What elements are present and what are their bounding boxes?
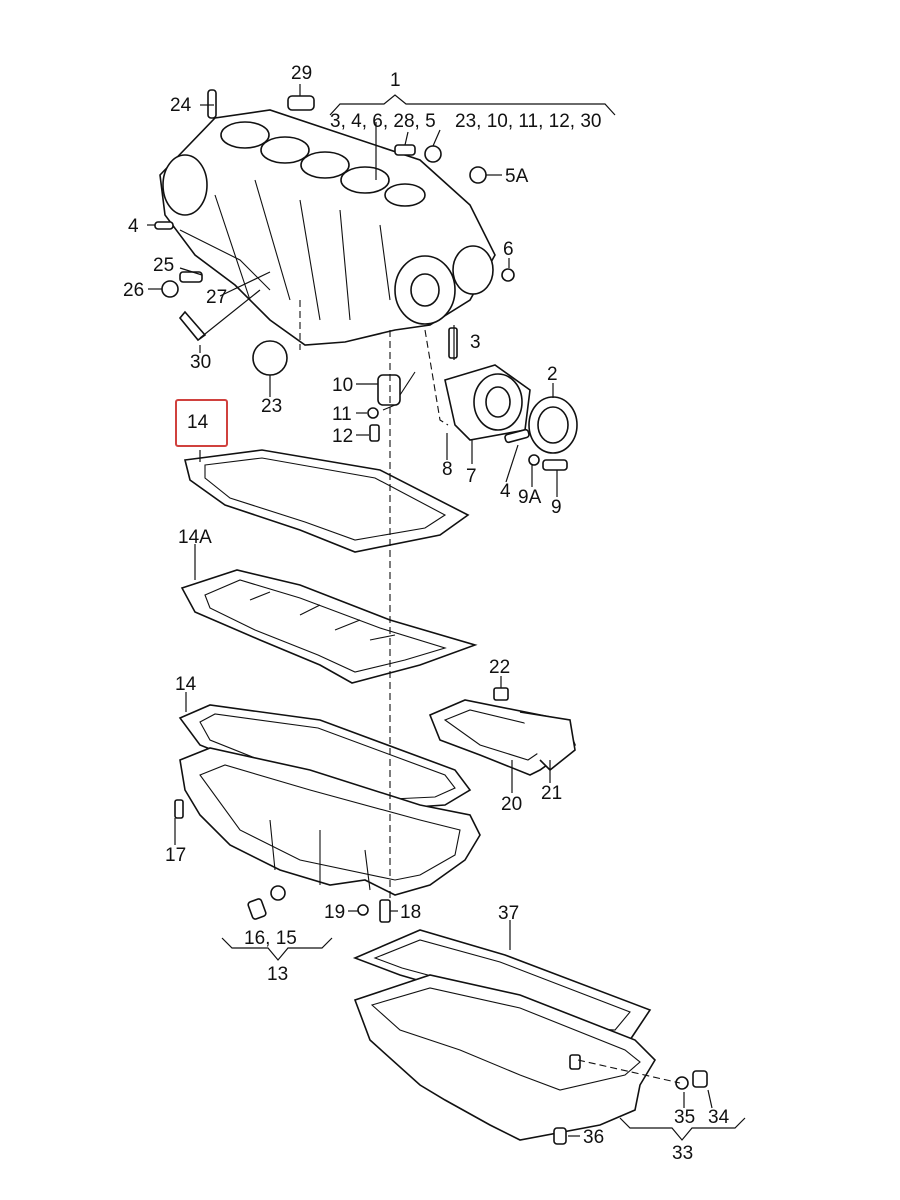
baffle-plate-14a (180, 569, 478, 684)
label-20: 20 (501, 794, 523, 815)
cover-parts-20-21 (428, 687, 576, 776)
label-14a: 14A (178, 527, 212, 548)
label-21: 21 (541, 783, 563, 804)
label-11: 11 (332, 404, 352, 425)
label-34: 34 (708, 1107, 730, 1128)
label-35: 35 (674, 1107, 696, 1128)
label-group-1: 3, 4, 6, 28, 5 (330, 111, 436, 132)
label-22: 22 (489, 657, 511, 678)
label-13: 13 (267, 964, 289, 985)
label-6: 6 (503, 239, 514, 260)
label-4-top: 4 (128, 216, 139, 237)
label-9: 9 (551, 497, 562, 518)
upper-oil-pan-13 (174, 747, 481, 923)
label-14-lower: 14 (175, 674, 197, 695)
label-7: 7 (466, 466, 477, 487)
label-33: 33 (672, 1143, 694, 1164)
label-2: 2 (547, 364, 558, 385)
label-17: 17 (165, 845, 187, 866)
label-12: 12 (332, 426, 354, 447)
label-5a: 5A (505, 166, 529, 187)
label-29: 29 (291, 63, 313, 84)
label-30: 30 (190, 352, 212, 373)
lower-oil-pan-33 (353, 974, 708, 1145)
highlight-box (175, 399, 228, 447)
label-24: 24 (170, 95, 192, 116)
label-group-1b: 23, 10, 11, 12, 30 (455, 111, 602, 132)
label-27: 27 (206, 287, 228, 308)
rear-seal-flange (444, 364, 578, 471)
leader-lines (147, 84, 746, 1141)
label-18: 18 (400, 902, 422, 923)
label-37: 37 (498, 903, 520, 924)
label-26: 26 (123, 280, 145, 301)
label-1: 1 (390, 70, 401, 91)
label-23: 23 (261, 396, 283, 417)
label-16-15: 16, 15 (244, 928, 297, 949)
gasket-14-upper (184, 449, 470, 553)
label-36: 36 (583, 1127, 605, 1148)
label-3: 3 (470, 332, 481, 353)
label-14-highlighted: 14 (187, 412, 209, 433)
engine-block-drawing (159, 109, 496, 346)
label-9a: 9A (518, 487, 542, 508)
label-10: 10 (332, 375, 354, 396)
label-25: 25 (153, 255, 175, 276)
label-19: 19 (324, 902, 346, 923)
oil-pump-parts (367, 371, 416, 442)
label-8: 8 (442, 459, 453, 480)
label-4-bottom: 4 (500, 481, 511, 502)
